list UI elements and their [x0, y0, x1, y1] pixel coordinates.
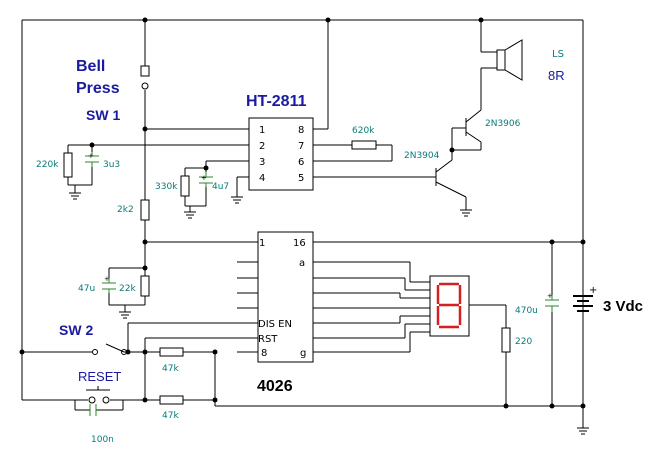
r-330k: 330k [155, 182, 178, 192]
r-47k-a: 47k [162, 364, 179, 374]
ground-symbols [69, 192, 589, 435]
supply-plus: + [589, 285, 597, 296]
capacitors: + + + + [85, 152, 559, 416]
r-620k: 620k [352, 126, 375, 136]
bell-switch [140, 65, 150, 90]
ic2-title: 4026 [257, 378, 293, 395]
loudspeaker-symbol [496, 39, 523, 81]
r-2k2: 2k2 [117, 205, 134, 215]
reset-label: RESET [78, 369, 121, 384]
resistors [63, 140, 511, 405]
battery-symbol [573, 295, 593, 312]
c-100n: 100n [91, 435, 114, 445]
bell-label: Bell [76, 58, 105, 75]
r-220k: 220k [36, 160, 59, 170]
ht-pin-1: 1 [259, 125, 265, 136]
junction-dots [19, 17, 586, 409]
ht-pin-8: 8 [298, 125, 304, 136]
cd-pin-16: 16 [293, 238, 306, 249]
r-47k-b: 47k [162, 411, 179, 421]
c-4u7: 4u7 [212, 182, 229, 192]
cd-pin-a: a [299, 258, 305, 269]
c-470u: 470u [515, 306, 538, 316]
ls-ohm-label: 8R [548, 68, 565, 83]
ic-4026 [237, 231, 314, 363]
seven-segment-display [429, 275, 470, 337]
ic-ht2811 [248, 117, 314, 191]
labels: Bell Press SW 1 SW 2 RESET HT-2811 4026 … [36, 49, 643, 445]
ls-label: LS [552, 49, 564, 60]
ht-pin-3: 3 [259, 157, 265, 168]
supply-label: 3 Vdc [603, 298, 643, 315]
q2-label: 2N3906 [485, 119, 521, 129]
wiring [21, 19, 584, 428]
r-22k: 22k [119, 284, 136, 294]
ht-pin-7: 7 [298, 141, 304, 152]
cd-pin-dis-en: DIS EN [258, 319, 292, 330]
reset-switch [86, 386, 110, 404]
c-3u3: 3u3 [103, 160, 120, 170]
cd-pin-1: 1 [259, 238, 265, 249]
svg-text:+: + [88, 152, 94, 160]
cd-pin-8: 8 [261, 348, 267, 359]
ht-pin-4: 4 [259, 173, 265, 184]
ht-pin-5: 5 [298, 173, 304, 184]
cd-pin-rst: RST [258, 334, 278, 345]
svg-text:+: + [201, 174, 207, 182]
r-220: 220 [515, 337, 532, 347]
sw2-label: SW 2 [59, 322, 93, 338]
sw2-switch [92, 349, 127, 355]
q1-label: 2N3904 [404, 151, 440, 161]
svg-text:+: + [547, 292, 553, 300]
ht-pin-6: 6 [298, 157, 304, 168]
svg-text:+: + [104, 275, 110, 283]
press-label: Press [76, 80, 120, 97]
cd-pin-g: g [300, 348, 306, 359]
sw1-label: SW 1 [86, 107, 120, 123]
ic1-title: HT-2811 [246, 93, 307, 110]
ht-pin-2: 2 [259, 141, 265, 152]
c-47u: 47u [78, 284, 95, 294]
